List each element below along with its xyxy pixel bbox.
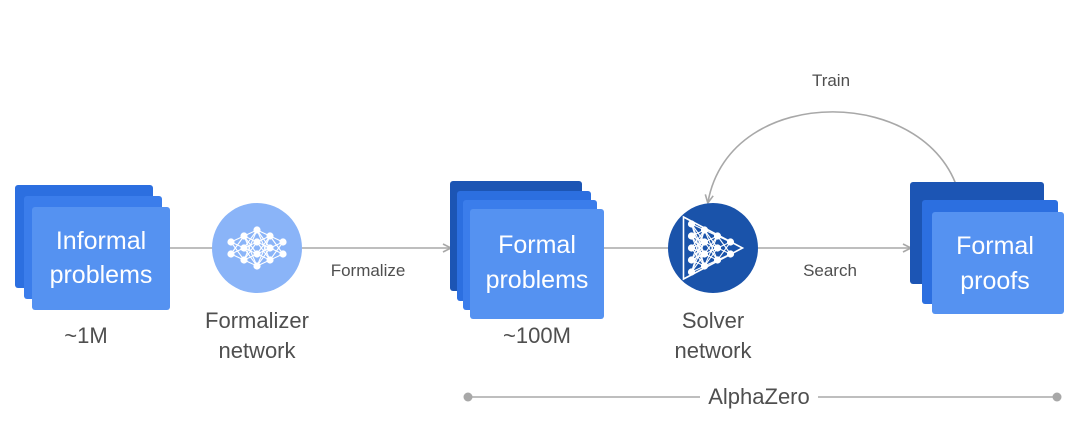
neural-network-icon — [227, 226, 287, 270]
alphazero-label: AlphaZero — [708, 384, 810, 409]
icon-node — [253, 262, 261, 270]
icon-node — [700, 250, 709, 258]
icon-node — [227, 238, 235, 246]
informal-problems-line2: problems — [50, 261, 153, 289]
icon-node — [253, 238, 261, 246]
neural-network-play-icon — [682, 215, 745, 281]
train-label: Train — [812, 71, 850, 90]
formal-proofs-line2: proofs — [960, 267, 1029, 295]
icon-edge — [690, 229, 706, 273]
icon-edge — [691, 253, 705, 273]
icon-edge — [717, 241, 731, 261]
icon-node — [240, 244, 248, 252]
stack-card-front — [470, 209, 604, 319]
train-arrow — [708, 111, 961, 202]
solver-label-line2: network — [674, 338, 752, 363]
solver-label-line1: Solver — [682, 308, 744, 333]
icon-edge — [243, 229, 258, 261]
formal-problems-count: ~100M — [503, 323, 571, 348]
icon-edge — [243, 229, 258, 249]
solver-circle — [668, 203, 758, 293]
icon-edge — [704, 235, 718, 255]
formalizer-label-line2: network — [218, 338, 296, 363]
stack-card-front — [932, 212, 1064, 314]
icon-edge — [703, 235, 719, 267]
icon-node — [279, 238, 287, 246]
icon-node — [266, 232, 274, 240]
icon-node — [713, 244, 722, 252]
icon-node — [687, 220, 696, 228]
icon-edge — [243, 241, 258, 261]
icon-edge — [230, 235, 245, 255]
icon-edge — [691, 229, 705, 249]
icon-node — [240, 256, 248, 264]
icon-node — [266, 244, 274, 252]
icon-node — [700, 238, 709, 246]
icon-edge — [690, 241, 706, 273]
icon-node — [253, 226, 261, 234]
formal-proofs-stack: Formal proofs — [910, 182, 1064, 314]
icon-edge — [269, 241, 284, 261]
formal-proofs-line1: Formal — [956, 232, 1034, 260]
icon-play-outline — [682, 215, 745, 281]
solver-network-node — [668, 203, 758, 293]
bracket-dot-right — [1052, 392, 1062, 402]
icon-node — [700, 226, 709, 234]
formal-problems-line1: Formal — [498, 231, 576, 259]
icon-node — [240, 232, 248, 240]
formal-problems-stack: Formal problems — [450, 181, 604, 319]
icon-node — [726, 250, 735, 258]
informal-problems-line1: Informal — [56, 227, 146, 255]
icon-node — [227, 250, 235, 258]
icon-node — [700, 262, 709, 270]
icon-node — [253, 250, 261, 258]
bracket-dot-left — [463, 392, 473, 402]
search-label: Search — [803, 261, 857, 280]
informal-problems-stack: Informal problems — [15, 185, 170, 310]
formalizer-network-node — [212, 203, 302, 293]
icon-node — [279, 250, 287, 258]
formalizer-circle — [212, 203, 302, 293]
icon-node — [687, 244, 696, 252]
icon-edge — [256, 235, 271, 255]
formalizer-label-line1: Formalizer — [205, 308, 309, 333]
icon-node — [687, 232, 696, 240]
icon-node — [687, 268, 696, 276]
formal-problems-line2: problems — [486, 266, 589, 294]
alphazero-bracket: AlphaZero — [463, 384, 1062, 409]
informal-count: ~1M — [64, 323, 107, 348]
icon-node — [687, 256, 696, 264]
formalize-label: Formalize — [331, 261, 406, 280]
icon-node — [713, 232, 722, 240]
icon-node — [713, 256, 722, 264]
icon-edge — [704, 247, 718, 267]
stack-card-front — [32, 207, 170, 310]
icon-edge — [690, 229, 706, 261]
icon-edge — [256, 235, 271, 267]
icon-node — [266, 256, 274, 264]
icon-edge — [256, 247, 271, 267]
icon-node — [726, 238, 735, 246]
